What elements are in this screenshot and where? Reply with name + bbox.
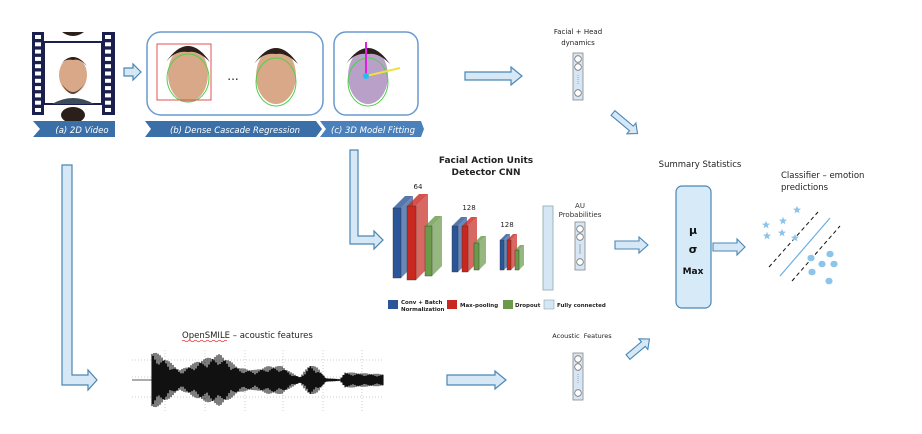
classifier-label-2: predictions (781, 183, 829, 193)
star-point (791, 233, 799, 242)
legend-maxpool: Max-pooling (460, 303, 498, 309)
arrow-acoustic-to-summary (625, 338, 651, 361)
circle-point (808, 268, 816, 276)
face-image (156, 43, 212, 103)
stage-c-label: (c) 3D Model Fitting (331, 126, 416, 136)
face-image (254, 48, 298, 107)
star-point (779, 216, 787, 225)
arrow-audio-to-features (446, 369, 507, 391)
au-label-2: Probabilities (559, 211, 602, 219)
cnn-legend: Conv + Batch Normalization Max-pooling D… (388, 299, 606, 313)
circle-point (826, 250, 834, 258)
film-strip-icon (32, 32, 115, 123)
star-point (778, 228, 786, 237)
summary-mu: μ (689, 224, 697, 237)
summary-max: Max (683, 267, 704, 277)
legend-conv-1: Conv + Batch (401, 300, 443, 306)
au-label-1: AU (575, 202, 585, 210)
block-label-128b: 128 (500, 221, 513, 229)
cnn-layers (392, 194, 524, 281)
dropout-block (514, 245, 524, 271)
acoustic-feature-vector (572, 352, 584, 401)
stage-banners: (a) 2D Video (b) Dense Cascade Regressio… (33, 121, 424, 137)
summary-statistics-box (675, 185, 712, 309)
fully-connected-layer (542, 205, 554, 291)
classifier-label-1: Classifier – emotion (781, 171, 864, 181)
acoustic-features-label: Acoustic Features (552, 332, 612, 340)
star-point (763, 231, 771, 240)
star-point (762, 220, 770, 229)
arrow-to-dense-regression (123, 62, 142, 82)
legend-conv-2: Normalization (401, 307, 445, 313)
arrow-to-head-dynamics (464, 65, 523, 87)
audio-waveform (132, 350, 384, 412)
star-point (793, 205, 801, 214)
circle-point (807, 254, 815, 262)
arrow-video-to-audio (61, 164, 98, 392)
ellipsis: ... (227, 69, 238, 83)
arrow-summary-to-classifier (712, 237, 746, 257)
maxpool-block (506, 234, 517, 271)
circle-point (830, 260, 838, 268)
cnn-title-1: Facial Action Units (439, 156, 533, 166)
dense-cascade-regression-panel: ... (146, 31, 324, 116)
cnn-title-2: Detector CNN (451, 168, 520, 178)
arrow-au-to-summary (614, 235, 649, 255)
block-label-128a: 128 (462, 204, 475, 212)
circle-point (825, 277, 833, 285)
head-dynamics-label-2: dynamics (561, 39, 595, 47)
classifier-plot (762, 205, 841, 285)
stage-b-label: (b) Dense Cascade Regression (170, 126, 300, 136)
arrow-fitting-to-cnn (349, 149, 384, 251)
face-image (52, 32, 94, 123)
summary-sigma: σ (689, 243, 698, 256)
au-probability-vector (574, 221, 586, 271)
head-dynamics-label-1: Facial + Head (554, 28, 602, 36)
block-label-64: 64 (414, 183, 423, 191)
dropout-block (424, 216, 442, 277)
dropout-block (473, 236, 486, 271)
circle-point (818, 260, 826, 268)
arrow-head-to-summary (610, 109, 639, 135)
legend-fc: Fully connected (557, 303, 606, 309)
stage-a-label: (a) 2D Video (55, 126, 108, 136)
head-dynamics-feature-vector (572, 52, 584, 101)
3d-model-fitting-panel (333, 31, 419, 116)
summary-title: Summary Statistics (659, 160, 742, 170)
spellcheck-underline (181, 339, 228, 343)
opensmile-title: OpenSMILE – acoustic features (182, 331, 313, 341)
legend-dropout: Dropout (515, 303, 541, 309)
